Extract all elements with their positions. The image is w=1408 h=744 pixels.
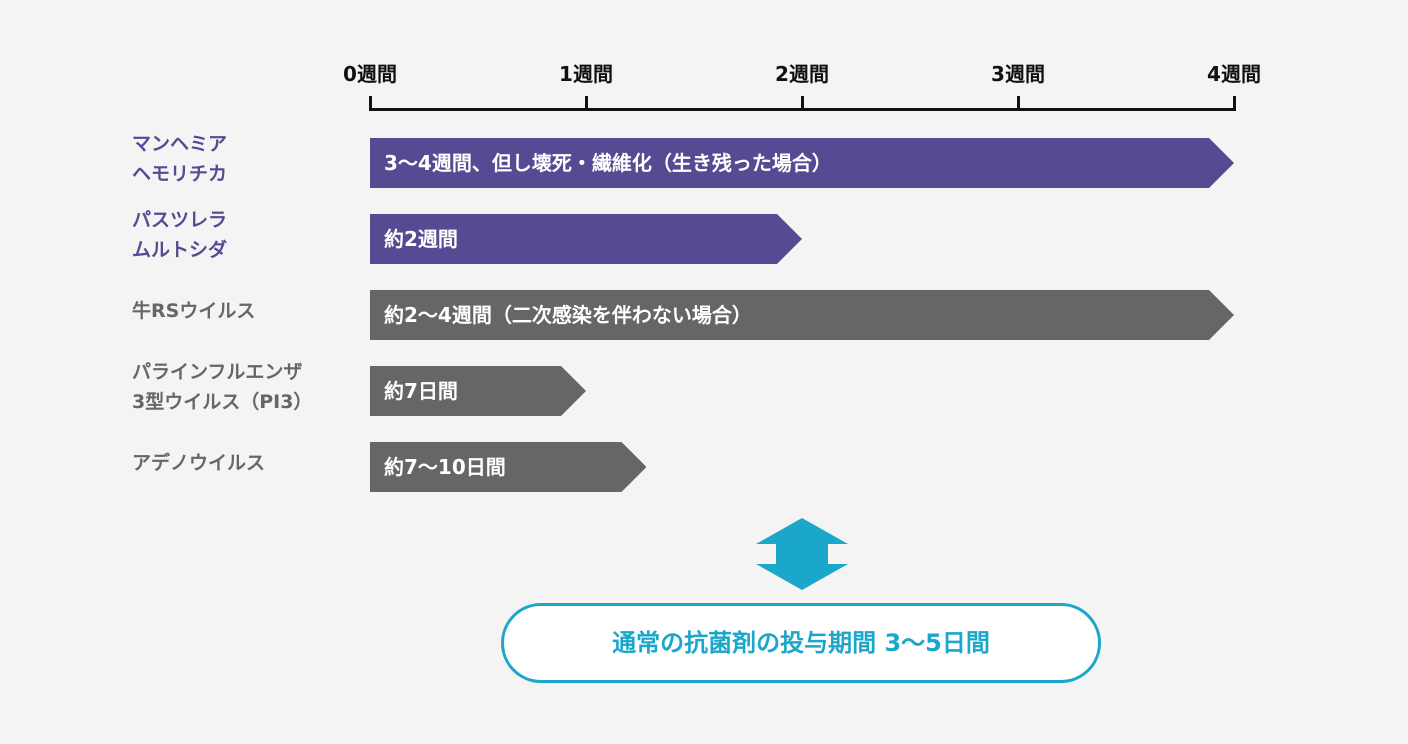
- axis-tick: [368, 96, 372, 111]
- pathogen-label-line: アデノウイルス: [132, 452, 266, 474]
- duration-bar-arrow: [370, 214, 802, 264]
- pathogen-label-line: ヘモリチカ: [132, 163, 228, 185]
- duration-bar: 3〜4週間、但し壊死・繊維化（生き残った場合）: [370, 138, 1234, 188]
- axis-tick: [800, 96, 804, 111]
- duration-bar-arrow: [370, 366, 586, 416]
- pathogen-label-line: マンヘミア: [132, 133, 228, 155]
- axis-tick-label: 0週間: [343, 62, 397, 86]
- pathogen-label-line: ムルトシダ: [132, 239, 228, 261]
- duration-bar-text: 3〜4週間、但し壊死・繊維化（生き残った場合）: [384, 151, 832, 175]
- duration-bar-text: 約2〜4週間（二次感染を伴わない場合）: [384, 303, 752, 327]
- duration-bar-arrow: [370, 290, 1234, 340]
- axis-tick-label: 2週間: [775, 62, 829, 86]
- pathogen-label-line: パスツレラ: [132, 209, 228, 231]
- duration-bar-text: 約2週間: [384, 227, 458, 251]
- pathogen-label-line: 3型ウイルス（PI3）: [132, 391, 313, 413]
- duration-bar-arrow: [370, 138, 1234, 188]
- pathogen-label: アデノウイルス: [132, 448, 265, 478]
- axis-tick: [1232, 96, 1236, 111]
- duration-bar: 約2〜4週間（二次感染を伴わない場合）: [370, 290, 1234, 340]
- axis-tick: [1016, 96, 1020, 111]
- duration-bar: 約7日間: [370, 366, 586, 416]
- double-arrow-vertical-icon: [756, 518, 848, 590]
- axis-tick: [584, 96, 588, 111]
- standard-antibiotic-duration-text: 通常の抗菌剤の投与期間 3〜5日間: [612, 629, 990, 657]
- duration-bar: 約2週間: [370, 214, 802, 264]
- duration-bar: 約7〜10日間: [370, 442, 647, 492]
- duration-bar-text: 約7日間: [384, 379, 458, 403]
- pathogen-label: 牛RSウイルス: [132, 296, 255, 326]
- pathogen-label: マンヘミアヘモリチカ: [132, 129, 227, 189]
- axis-tick-label: 1週間: [559, 62, 613, 86]
- axis-tick-label: 4週間: [1207, 62, 1261, 86]
- duration-bar-arrow: [370, 442, 647, 492]
- axis-tick-label: 3週間: [991, 62, 1045, 86]
- standard-antibiotic-duration-box: 通常の抗菌剤の投与期間 3〜5日間: [501, 603, 1101, 683]
- pathogen-label-line: 牛RSウイルス: [132, 300, 256, 322]
- pathogen-label-line: パラインフルエンザ: [132, 361, 303, 383]
- duration-bar-text: 約7〜10日間: [384, 455, 506, 479]
- pathogen-label: パラインフルエンザ 3型ウイルス（PI3）: [132, 357, 312, 417]
- pathogen-label: パスツレラムルトシダ: [132, 205, 227, 265]
